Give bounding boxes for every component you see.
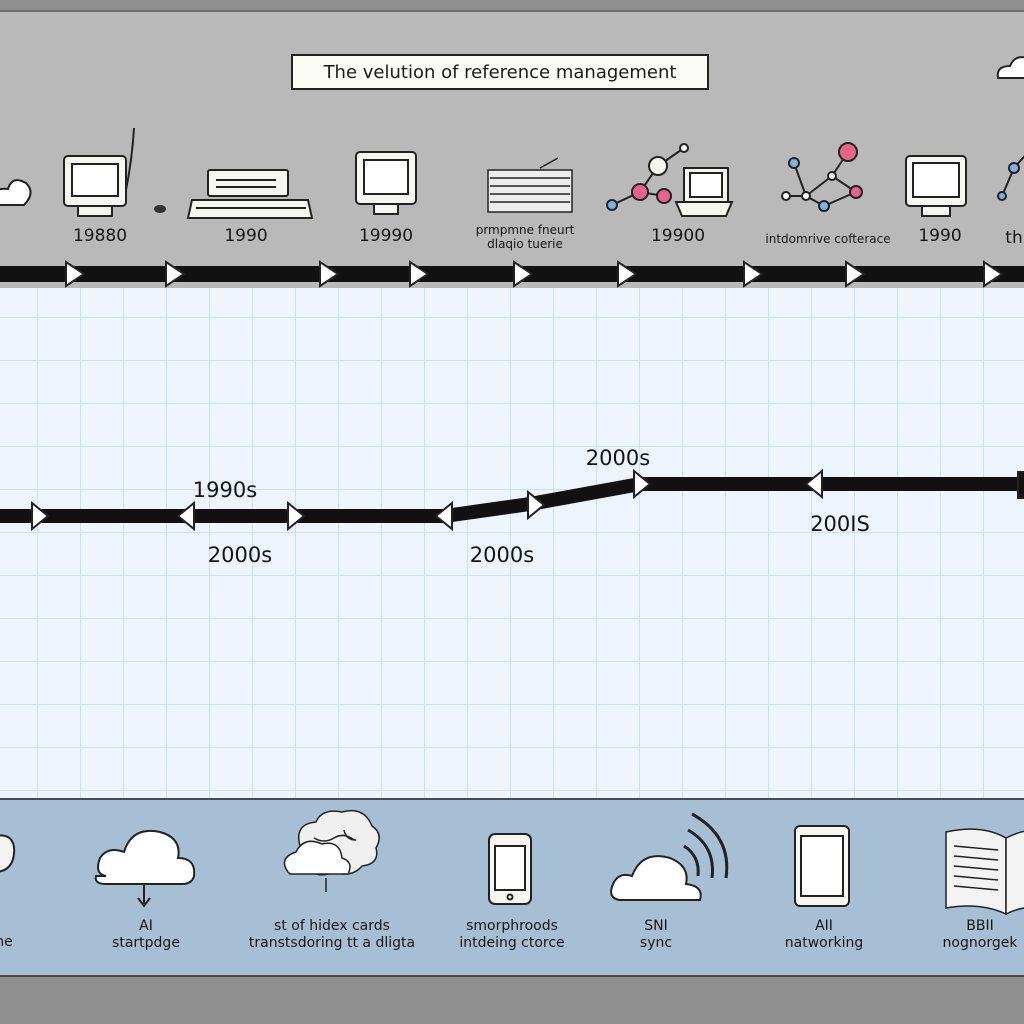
top-timeline-bar: [0, 266, 1024, 282]
bottom-item-label: AII natworking: [784, 918, 864, 951]
middle-arrow-marker: [434, 500, 453, 532]
top-arrow-marker: [617, 260, 638, 288]
grid-area: [0, 288, 1024, 798]
middle-arrow-marker: [31, 500, 50, 532]
tablet-icon: [794, 825, 850, 907]
crt-computer-icon: [63, 127, 135, 217]
middle-arrow-marker: [527, 489, 546, 521]
open-book-icon: [945, 828, 1024, 916]
top-timeline-label: 19990: [358, 226, 414, 246]
diagram-title: The velution of reference management: [291, 54, 709, 90]
bottom-item-label: st of hidex cards transtsdoring tt a dli…: [248, 918, 416, 951]
middle-timeline-label: 2000s: [585, 446, 651, 470]
top-timeline-label: th: [1005, 228, 1023, 248]
middle-timeline-label: 2000s: [207, 543, 273, 567]
smartphone-icon: [488, 833, 532, 905]
middle-timeline-label: 2000s: [469, 543, 535, 567]
top-timeline-label: 1990: [224, 226, 268, 246]
bottom-item-label: AI startpdge: [112, 918, 180, 951]
middle-arrow-marker: [633, 468, 652, 500]
cloud-icon: [996, 56, 1024, 79]
top-arrow-marker: [983, 260, 1004, 288]
middle-arrow-marker: [804, 468, 823, 500]
desktop-keyboard-icon: [186, 169, 314, 219]
monitor-icon: [905, 155, 967, 217]
top-arrow-marker: [743, 260, 764, 288]
diagram-title-text: The velution of reference management: [323, 61, 677, 83]
middle-arrow-marker: [176, 500, 195, 532]
top-arrow-marker: [319, 260, 340, 288]
middle-timeline-label: 1990s: [192, 478, 258, 502]
bottom-item-label: BBII nognorgek: [942, 918, 1018, 951]
middle-timeline-end: [1017, 471, 1024, 499]
top-timeline-label: 19880: [72, 226, 128, 246]
bottom-item-label: ne: [0, 934, 13, 950]
top-arrow-marker: [409, 260, 430, 288]
middle-arrow-marker: [287, 500, 306, 532]
top-timeline-label: prmpmne fneurt dlaqio tuerie: [475, 223, 575, 251]
cloud-icon: [94, 830, 196, 908]
bottom-item-label: SNI sync: [639, 918, 673, 951]
bottom-item-label: smorphroods intdeing ctorce: [459, 918, 565, 951]
top-arrow-marker: [165, 260, 186, 288]
laptop-network-icon: [606, 143, 734, 217]
paper-stack-icon: [487, 157, 573, 213]
top-timeline-label: 19900: [650, 226, 706, 246]
cloud-icon: [0, 179, 32, 206]
brain-icon: [0, 834, 16, 873]
cloud-sync-icon: [610, 812, 729, 901]
network-graph-icon: [997, 155, 1024, 201]
top-timeline-label: 1990: [918, 226, 962, 246]
network-graph-icon: [781, 142, 863, 212]
middle-timeline-label: 200IS: [810, 512, 870, 536]
top-arrow-marker: [65, 260, 86, 288]
brain-cloud-icon: [283, 809, 380, 892]
monitor-icon: [355, 151, 417, 215]
mouse-icon: [154, 205, 166, 213]
top-arrow-marker: [513, 260, 534, 288]
top-arrow-marker: [845, 260, 866, 288]
top-timeline-label: intdomrive cofterace: [765, 232, 891, 246]
